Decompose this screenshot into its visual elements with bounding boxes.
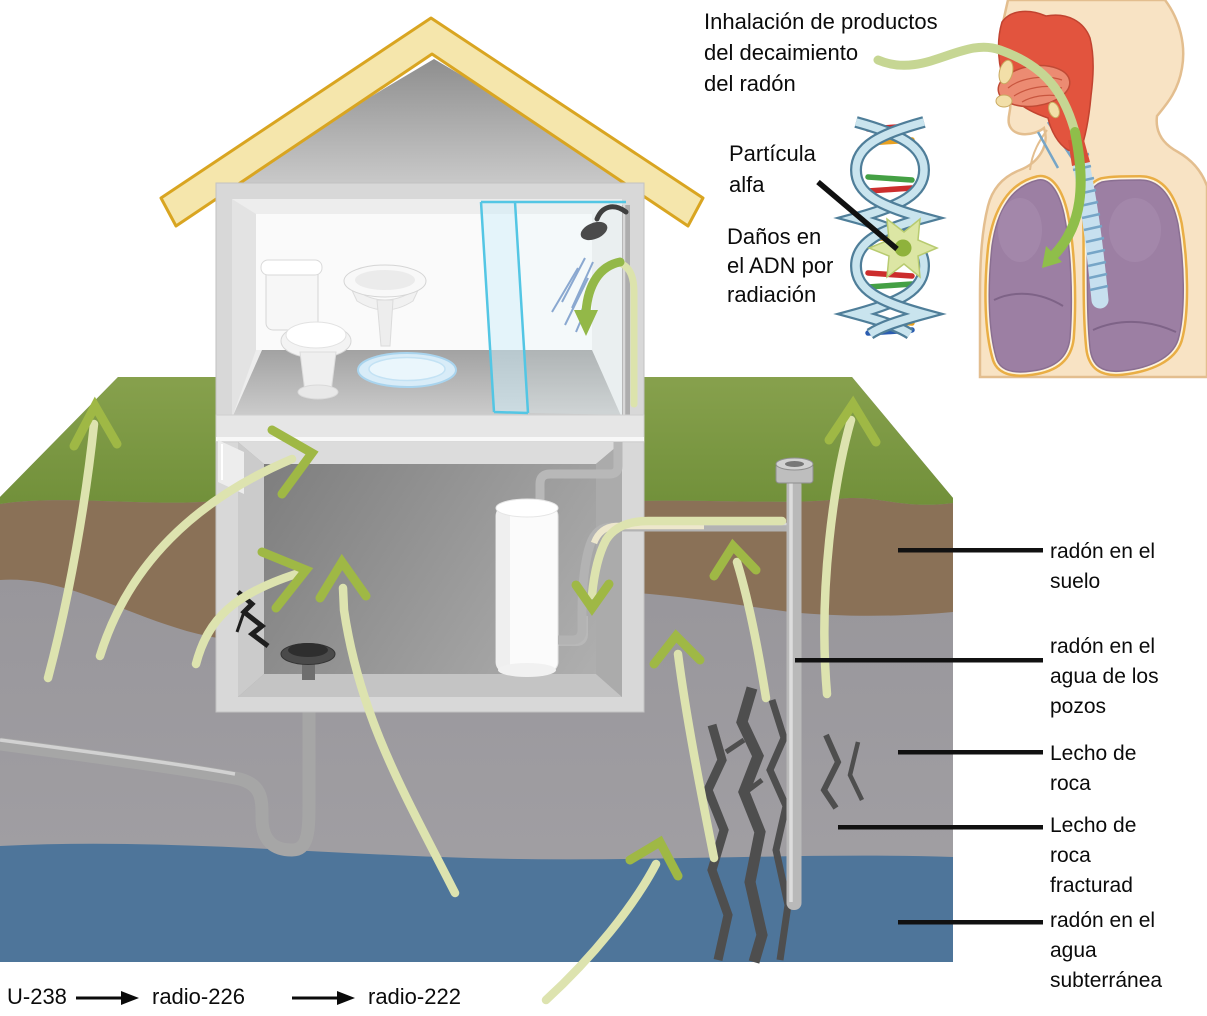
attic-interior xyxy=(224,59,645,184)
radon-arrow-surface-left xyxy=(43,419,99,683)
radon-groundwater-label: radón en el agua subterránea xyxy=(1050,909,1163,992)
radon-arrow-well-pipe-area xyxy=(732,557,771,703)
radon-arrow-foundation-gap xyxy=(95,454,297,661)
radiation-burst-icon xyxy=(866,217,939,279)
bath-mat xyxy=(357,352,457,388)
fractured-bedrock-label: Lecho de roca fracturad xyxy=(1050,814,1137,897)
shower-pipe xyxy=(622,205,630,415)
radon-arrow-wall-crack xyxy=(191,569,301,669)
well-pipe xyxy=(786,478,802,910)
house xyxy=(159,16,705,713)
radon-arrow-shower xyxy=(574,257,638,408)
radon-arrow-surface-right xyxy=(820,415,856,699)
roof xyxy=(159,16,705,228)
leader-well-water xyxy=(795,658,1043,663)
radon-arrow-into-heater xyxy=(587,516,787,600)
bathroom xyxy=(232,199,638,418)
leader-bedrock xyxy=(898,750,1043,755)
radon-flow-arrows xyxy=(43,395,881,1005)
water-heater xyxy=(495,442,623,677)
radon-arrow-basement-floor xyxy=(338,583,460,898)
showerhead xyxy=(580,204,629,241)
basement-floor xyxy=(238,674,622,697)
right-lung xyxy=(984,174,1077,377)
decay-arrow-icon xyxy=(76,991,139,1005)
inhalation-arrow xyxy=(873,42,1086,268)
well-cap xyxy=(775,457,814,484)
decay-chain-radio226: radio-226 xyxy=(152,984,245,1009)
sink xyxy=(343,264,427,347)
wall-crack xyxy=(236,590,270,648)
decay-chain-u238: U-238 xyxy=(7,984,67,1009)
radon-well-water-label: radón en el agua de los pozos xyxy=(1050,635,1159,718)
leader-fractured-bedrock xyxy=(838,825,1043,830)
leader-radon-soil xyxy=(898,548,1043,553)
torso-illustration xyxy=(873,0,1207,379)
radon-arrow-bedrock xyxy=(673,649,719,863)
groundwater-layer xyxy=(0,843,953,962)
basement xyxy=(218,440,623,697)
foundation-gap xyxy=(218,440,244,494)
alpha-particle-label: Partícula alfa xyxy=(729,141,816,197)
shower-enclosure xyxy=(479,200,626,415)
well xyxy=(558,457,814,910)
radon-soil-label: radón en el suelo xyxy=(1050,540,1156,593)
radon-arrow-groundwater xyxy=(541,859,661,1005)
leader-lines xyxy=(795,548,1043,925)
leader-groundwater xyxy=(898,920,1043,925)
decay-chain-radio222: radio-222 xyxy=(368,984,461,1009)
floor-drain xyxy=(280,643,336,680)
sewer-pipe xyxy=(0,668,316,857)
toilet xyxy=(260,259,352,400)
decay-arrow-icon xyxy=(292,991,355,1005)
dna-inset xyxy=(816,116,947,340)
inhalation-label: Inhalación de productos del decaimiento … xyxy=(704,9,938,96)
alpha-particle-pointer xyxy=(816,179,899,252)
dna-damage-label: Daños en el ADN por radiación xyxy=(727,224,834,307)
bedrock-label: Lecho de roca xyxy=(1050,742,1137,795)
